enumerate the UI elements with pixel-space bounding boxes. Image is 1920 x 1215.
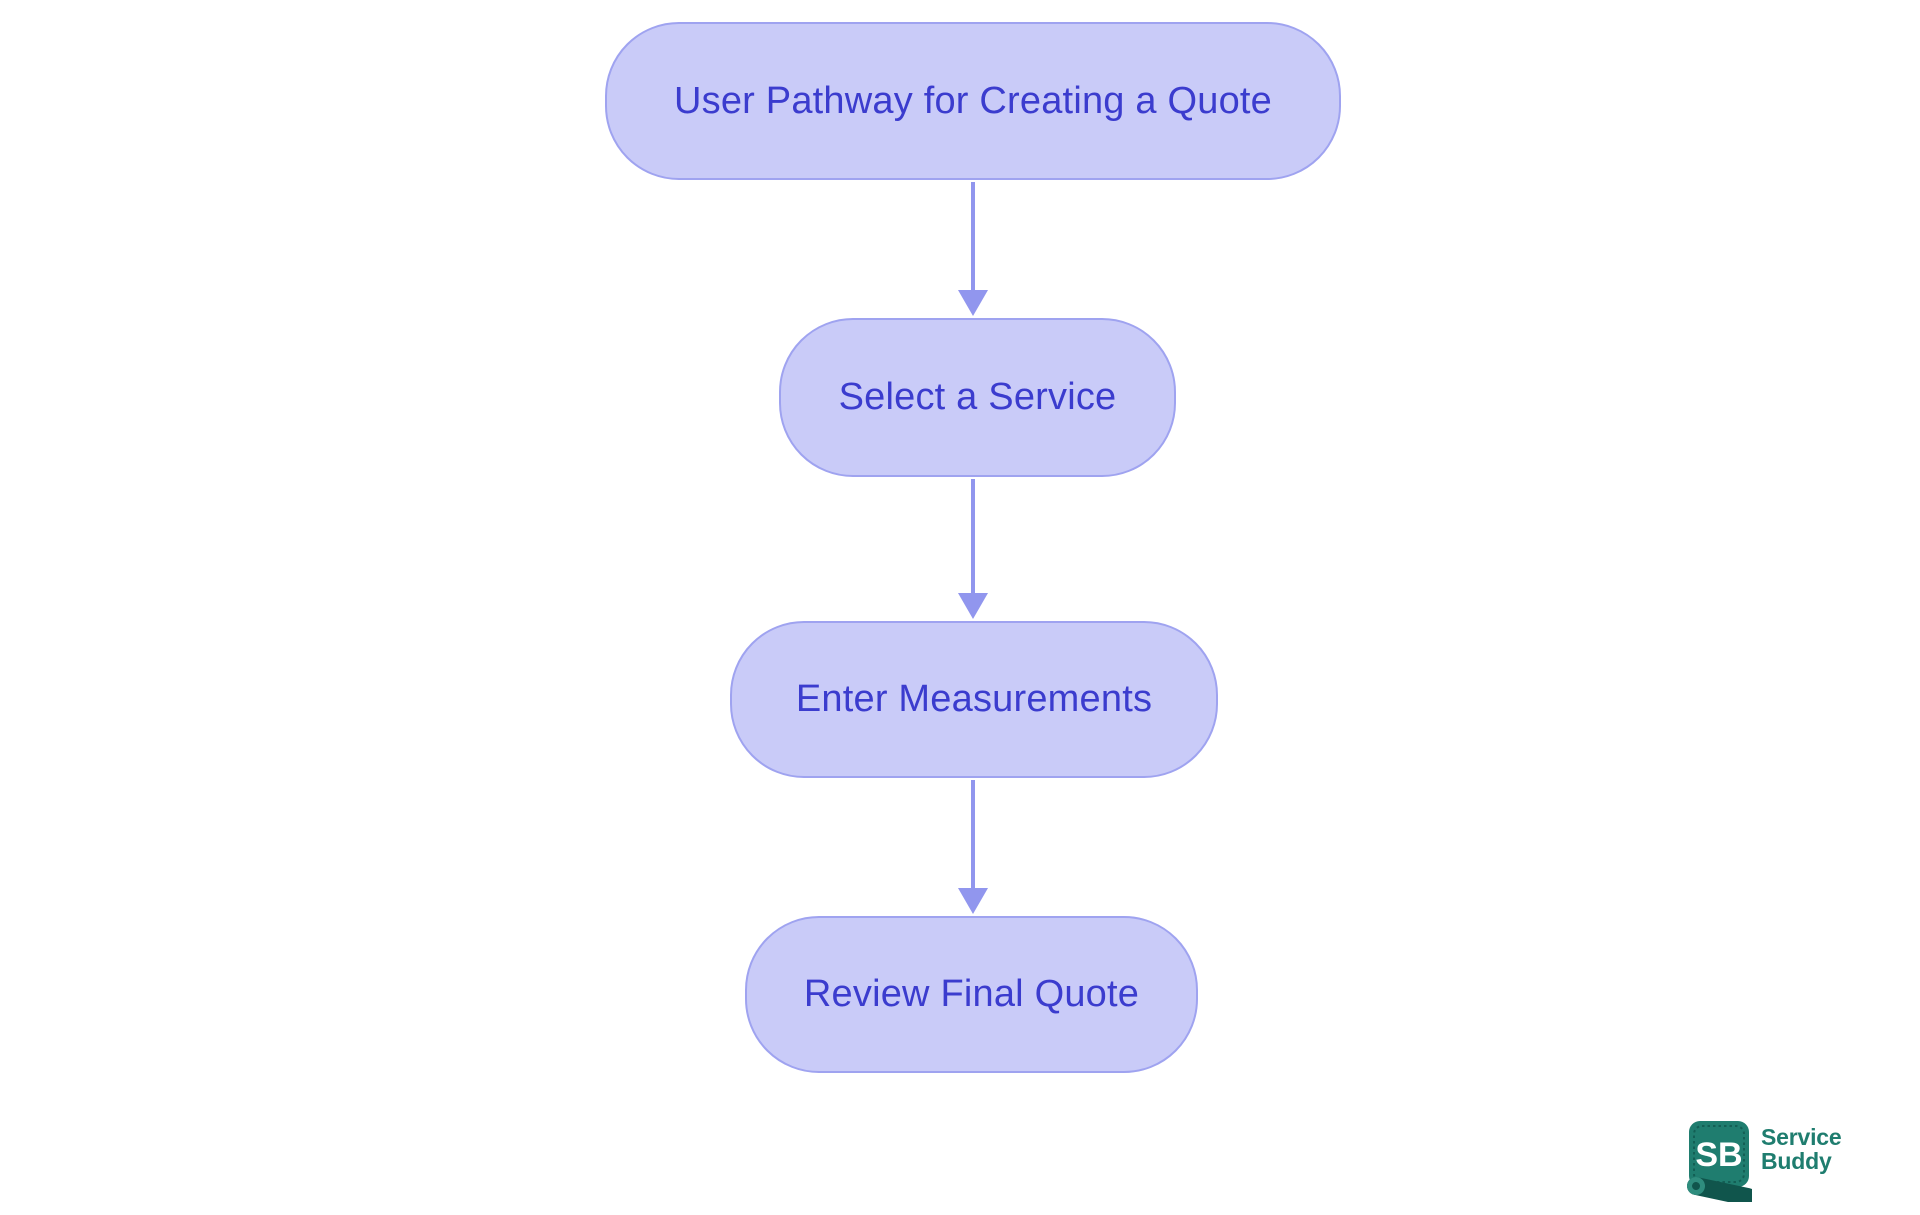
flow-arrow-2 — [958, 479, 988, 619]
arrow-line — [971, 780, 975, 888]
flow-node-select-service-label: Select a Service — [838, 376, 1117, 418]
flow-node-start-label: User Pathway for Creating a Quote — [674, 79, 1272, 122]
service-buddy-wordmark: Service Buddy — [1761, 1118, 1842, 1174]
flow-node-enter-measurements-label: Enter Measurements — [795, 678, 1153, 720]
arrow-head-icon — [958, 888, 988, 914]
service-buddy-mat-icon: SB — [1686, 1121, 1752, 1202]
flow-node-review-final-quote-label: Review Final Quote — [803, 973, 1140, 1015]
arrow-line — [971, 182, 975, 290]
flow-node-select-service: Select a Service — [779, 318, 1176, 477]
flow-node-start: User Pathway for Creating a Quote — [605, 22, 1341, 180]
arrow-line — [971, 479, 975, 593]
flow-arrow-1 — [958, 182, 988, 316]
rolled-mat-corner — [1686, 1177, 1752, 1202]
service-buddy-logo: SB Service Buddy — [1686, 1118, 1842, 1202]
arrow-head-icon — [958, 290, 988, 316]
flow-node-enter-measurements: Enter Measurements — [730, 621, 1218, 778]
flow-node-review-final-quote: Review Final Quote — [745, 916, 1198, 1073]
wordmark-line-2: Buddy — [1761, 1148, 1832, 1174]
flow-arrow-3 — [958, 780, 988, 914]
logo-sb-monogram: SB — [1695, 1136, 1742, 1174]
wordmark-line-1: Service — [1761, 1124, 1842, 1150]
arrow-head-icon — [958, 593, 988, 619]
